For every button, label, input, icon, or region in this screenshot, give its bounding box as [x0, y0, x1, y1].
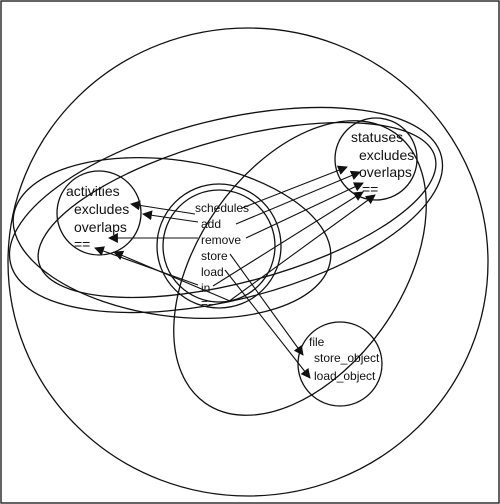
- schedules-item-equals: ==: [201, 296, 215, 310]
- schedules-item-in: in: [201, 281, 210, 295]
- statuses-circle: [334, 117, 418, 201]
- schedules-item-add: add: [201, 217, 221, 231]
- arrow-in-to-activities-equals: [94, 246, 199, 286]
- schedules-circle-inner: [162, 189, 276, 303]
- arrow-equals-to-activities-equals: [113, 250, 231, 302]
- left-ellipse: [12, 156, 332, 320]
- schedules-title: schedules: [195, 201, 249, 215]
- arrow-remove-to-statuses-overlaps: [245, 182, 364, 239]
- activities-item-equals: ==: [74, 236, 90, 252]
- arrow-schedules-to-statuses-excludes: [241, 165, 348, 209]
- arrow-add-to-activities-excludes: [130, 200, 196, 215]
- activities-title: activities: [66, 183, 120, 199]
- arrow-add-to-activities-excludes-2: [142, 210, 199, 223]
- arrow-store-to-file-store-object: [229, 253, 304, 356]
- activities-item-excludes: excludes: [74, 201, 129, 217]
- statuses-item-excludes: excludes: [359, 147, 414, 163]
- schedules-circle-outer: [156, 183, 282, 309]
- schedules-item-load: load: [201, 265, 224, 279]
- statuses-item-overlaps: overlaps: [359, 164, 412, 180]
- middle-tilted-ellipse: [37, 121, 437, 299]
- activities-item-overlaps: overlaps: [74, 219, 127, 235]
- right-diagonal-ellipse: [173, 120, 427, 416]
- file-title: file: [309, 335, 325, 349]
- statuses-item-equals: ==: [362, 181, 378, 197]
- arrow-in-to-statuses-equals: [212, 191, 364, 287]
- statuses-title: statuses: [351, 129, 403, 145]
- file-circle: [297, 321, 383, 407]
- wide-tilted-ellipse: [8, 106, 444, 314]
- file-item-store-object: store_object: [314, 351, 380, 365]
- schedules-item-store: store: [201, 249, 228, 263]
- arrow-equals-to-statuses-equals: [227, 194, 376, 303]
- outer-universe-ellipse: [7, 27, 489, 497]
- arrow-load-to-file-load-object: [224, 269, 311, 379]
- arrow-add-to-statuses-excludes: [235, 170, 361, 225]
- schedules-item-remove: remove: [201, 233, 241, 247]
- file-item-load-object: load_object: [314, 369, 376, 383]
